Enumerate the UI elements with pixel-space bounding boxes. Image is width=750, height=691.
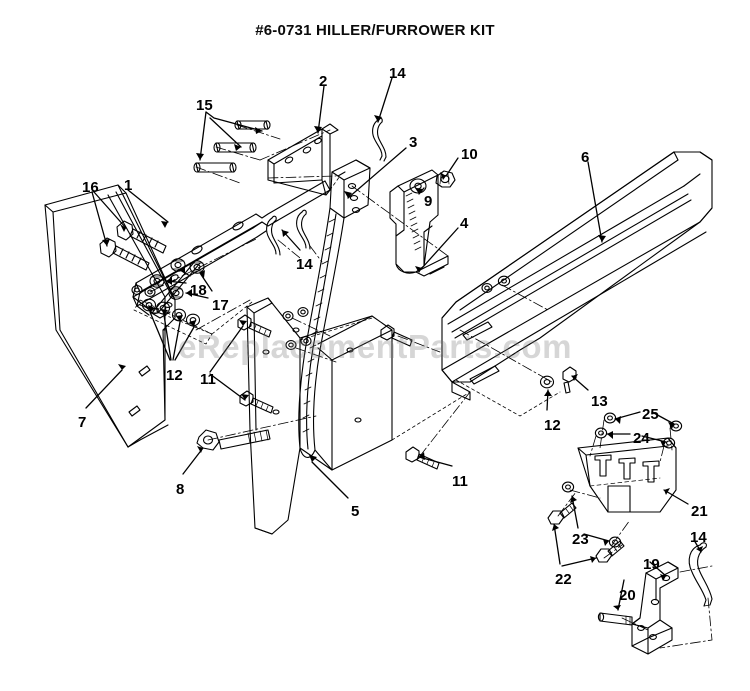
part-8-long-hex-bolt	[196, 429, 271, 451]
part-1-mounting-bar-frame	[132, 180, 331, 319]
part-11-carriage-bolts	[237, 314, 440, 470]
callout-19: 19	[643, 556, 660, 573]
callout-18: 18	[190, 282, 207, 299]
callout-13: 13	[591, 393, 608, 410]
leader-arrowheads	[102, 115, 703, 610]
part-17-lock-washers	[168, 260, 205, 300]
callout-24: 24	[633, 430, 650, 447]
callout-8: 8	[176, 481, 185, 498]
callout-23: 23	[572, 531, 589, 548]
callout-12: 12	[544, 417, 561, 434]
callout-4: 4	[460, 215, 469, 232]
callout-14: 14	[389, 65, 406, 82]
callout-21: 21	[691, 503, 708, 520]
part-7-left-moldboard-wing	[44, 184, 176, 448]
part-18-flange-nuts	[149, 258, 186, 288]
page-title: #6-0731 HILLER/FURROWER KIT	[255, 22, 495, 39]
part-14-hairpin-clips-upper	[266, 117, 387, 256]
part-22-carriage-bolts	[547, 502, 625, 563]
phantom-outlines	[133, 175, 561, 441]
part-6-right-moldboard-wing	[441, 151, 713, 401]
callout-2: 2	[319, 73, 328, 90]
callout-6: 6	[581, 149, 590, 166]
callout-20: 20	[619, 587, 636, 604]
callout-16: 16	[82, 179, 99, 196]
callout-1: 1	[124, 177, 133, 194]
small-fasteners-center	[282, 307, 312, 350]
callout-10: 10	[461, 146, 478, 163]
callout-9: 9	[424, 193, 433, 210]
leader-lines	[85, 77, 702, 611]
part-20-clevis-pin	[597, 612, 633, 626]
assembly-center-lines	[139, 124, 713, 649]
callout-12: 12	[166, 367, 183, 384]
part-3-curved-shank	[298, 159, 371, 458]
callout-15: 15	[196, 97, 213, 114]
callout-14: 14	[690, 529, 707, 546]
callout-22: 22	[555, 571, 572, 588]
part-4-u-bracket	[389, 169, 449, 277]
part-21-slotted-mount-plate	[577, 437, 677, 513]
callout-14: 14	[296, 256, 313, 273]
callout-11: 11	[452, 473, 468, 490]
callout-25: 25	[642, 406, 659, 423]
callout-5: 5	[351, 503, 360, 520]
part-24-lock-nuts	[594, 427, 676, 449]
small-fasteners-wing	[481, 275, 511, 293]
part-16-hex-bolts	[99, 220, 167, 271]
callout-7: 7	[78, 414, 87, 431]
part-19-hitch-bracket	[631, 561, 679, 655]
part-14-hairpin-clip-lower	[688, 542, 713, 607]
callout-17: 17	[212, 297, 229, 314]
part-5-center-plow-shield	[246, 297, 393, 535]
callout-3: 3	[409, 134, 418, 151]
part-13-hex-bolt	[562, 366, 577, 394]
part-10-lock-nut	[435, 170, 456, 188]
part-15-spacer-tubes	[193, 120, 271, 173]
callout-11: 11	[200, 371, 216, 388]
part-2-upper-bracket-plate	[267, 123, 339, 196]
